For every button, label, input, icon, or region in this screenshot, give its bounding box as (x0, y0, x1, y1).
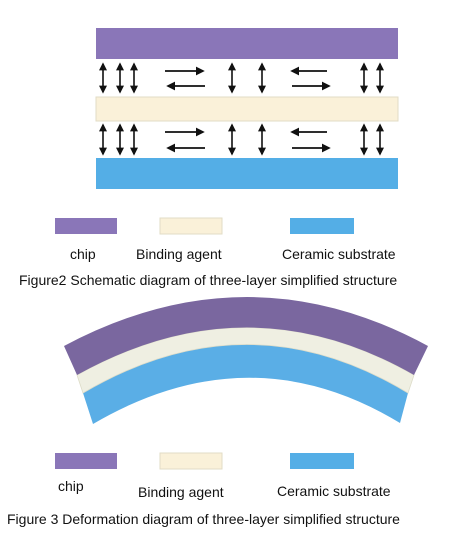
legend2-binding-agent-label: Binding agent (138, 484, 224, 500)
horizontal-arrows-lower (165, 127, 331, 153)
legend-chip-label: chip (70, 246, 96, 262)
legend2-ceramic-substrate-swatch (290, 453, 354, 469)
binding-agent-layer (95, 96, 399, 122)
vertical-arrows-upper (99, 62, 384, 94)
curved-ceramic-substrate-layer (83, 344, 408, 424)
legend2-chip-swatch (55, 453, 117, 469)
legend-binding-agent-label: Binding agent (136, 246, 222, 262)
legend2-chip-label: chip (58, 478, 84, 494)
legend-ceramic-substrate-swatch (290, 218, 354, 234)
figure2-caption: Figure2 Schematic diagram of three-layer… (19, 272, 398, 288)
legend-binding-agent-swatch (159, 217, 223, 235)
chip-layer (96, 28, 398, 59)
curved-binding-agent-layer (76, 327, 415, 394)
legend2-binding-agent-swatch (159, 452, 223, 470)
legend-chip-swatch (55, 218, 117, 234)
horizontal-arrows-upper (165, 66, 331, 91)
curved-chip-layer (64, 297, 428, 375)
ceramic-substrate-layer (96, 158, 398, 189)
legend2-ceramic-substrate-label: Ceramic substrate (277, 483, 391, 499)
legend-ceramic-substrate-label: Ceramic substrate (282, 246, 396, 262)
figure3-caption: Figure 3 Deformation diagram of three-la… (7, 511, 400, 527)
vertical-arrows-lower (99, 123, 384, 156)
